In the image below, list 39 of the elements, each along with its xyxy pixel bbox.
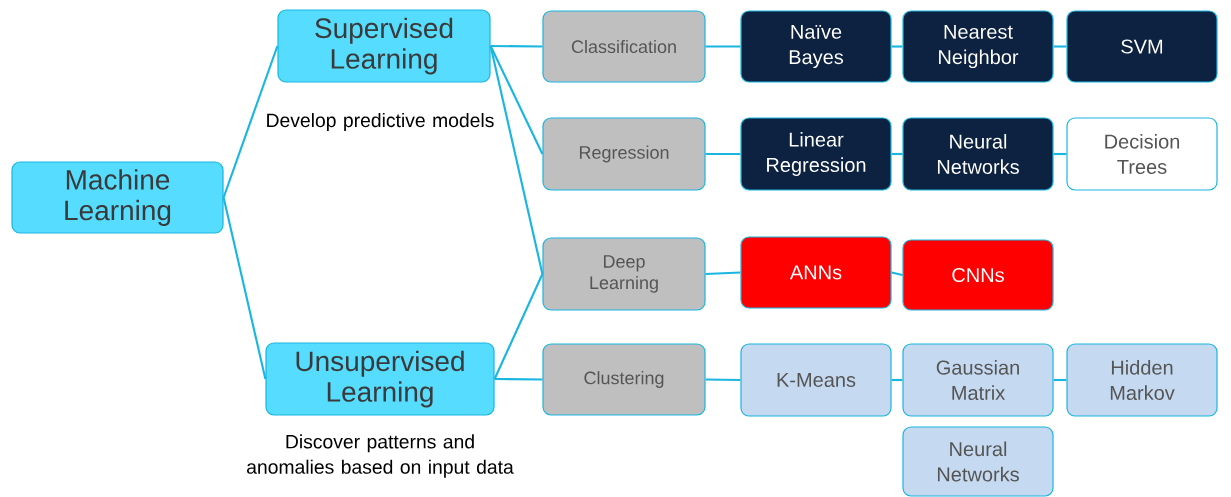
connector-line — [705, 152, 741, 156]
connector-line — [1053, 45, 1067, 48]
category-box: Classification — [542, 10, 706, 83]
method-box: Decision Trees — [1066, 117, 1218, 191]
category-box: Supervised Learning — [277, 9, 491, 83]
connector-line — [489, 45, 544, 275]
method-box: Neural Networks — [902, 426, 1054, 497]
connector-line — [493, 273, 544, 380]
connector-line — [891, 45, 903, 48]
connector-line — [1053, 152, 1067, 156]
method-box: SVM — [1066, 10, 1218, 83]
connector-line — [705, 271, 741, 276]
connector-line — [222, 45, 279, 198]
method-box: Nearest Neighbor — [902, 10, 1054, 83]
category-box: Unsupervised Learning — [265, 342, 495, 416]
caption-text: Discover patterns and anomalies based on input data — [247, 434, 514, 478]
method-box: CNNs — [902, 239, 1054, 311]
method-box: Hidden Markov — [1066, 343, 1218, 417]
connector-line — [1053, 378, 1067, 382]
method-box: K-Means — [740, 343, 892, 417]
caption-text: Develop predictive models — [267, 113, 494, 131]
connector-line — [705, 45, 741, 48]
method-box: Naïve Bayes — [740, 10, 892, 83]
connector-line — [494, 377, 543, 381]
category-box: Deep Learning — [542, 237, 706, 311]
method-box: ANNs — [740, 236, 892, 309]
connector-line — [891, 271, 903, 277]
category-box: Clustering — [542, 343, 706, 416]
method-box: Neural Networks — [902, 117, 1054, 191]
connector-line — [705, 378, 741, 382]
connector-line — [891, 152, 903, 156]
connector-line — [490, 44, 543, 48]
category-box: Machine Learning — [11, 161, 224, 234]
category-box: Regression — [542, 117, 706, 191]
method-box: Gaussian Matrix — [902, 343, 1054, 417]
connector-line — [489, 45, 544, 155]
connector-line — [222, 197, 267, 380]
connector-line — [891, 378, 903, 382]
method-box: Linear Regression — [740, 117, 892, 191]
